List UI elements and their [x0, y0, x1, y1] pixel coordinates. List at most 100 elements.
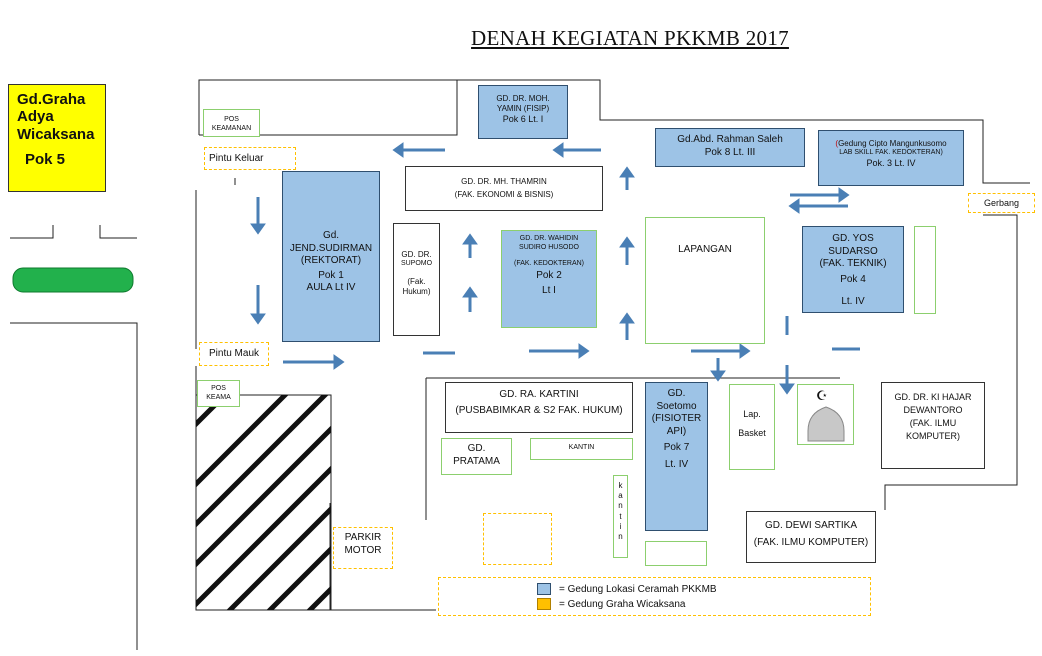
building-cipto-mangunkusomo[interactable]: (Gedung Cipto Mangunkusomo LAB SKILL FAK…	[818, 130, 964, 186]
sudirman-name-2: JEND.SUDIRMAN	[289, 242, 373, 254]
pos-keamanan-top-label: POS KEAMANAN	[211, 116, 252, 132]
legend-swatch-blue	[537, 583, 551, 596]
field-lapangan[interactable]: LAPANGAN	[645, 217, 765, 344]
building-wahidin[interactable]: GD. DR. WAHIDIN SUDIRO HUSODO (FAK. KEDO…	[501, 230, 597, 328]
graha-name-3: Wicaksana	[17, 125, 95, 143]
yos-pok: Pok 4	[840, 273, 866, 285]
road-divider	[12, 267, 134, 293]
legend-item-lecture: = Gedung Lokasi Ceramah PKKMB	[537, 582, 870, 597]
cipto-name: Gedung Cipto Mangunkusomo	[838, 139, 947, 148]
graha-name-2: Adya	[17, 108, 54, 126]
parking-label-1: PARKIR	[344, 532, 382, 543]
kartini-faculty: (PUSBABIMKAR & S2 FAK. HUKUM)	[455, 404, 623, 416]
legend-swatch-orange	[537, 598, 551, 611]
pos-keamanan-top[interactable]: POS KEAMANAN	[203, 109, 260, 137]
cipto-name-row: (Gedung Cipto Mangunkusomo	[819, 139, 963, 149]
pratama-name-1: GD.	[467, 443, 486, 454]
kantin-vertical[interactable]: k a n t i n	[613, 475, 628, 558]
fisip-pok: Pok 6 Lt. I	[502, 114, 544, 124]
cipto-pok: Pok. 3 Lt. IV	[866, 157, 916, 168]
mosque-dome-icon	[807, 406, 845, 442]
kantin-v-4: i	[619, 521, 622, 531]
building-yos-sudarso[interactable]: GD. YOS SUDARSO (FAK. TEKNIK) Pok 4 Lt. …	[802, 226, 904, 313]
wahidin-faculty: (FAK. KEDOKTERAN)	[513, 259, 584, 267]
building-pratama[interactable]: GD. PRATAMA	[441, 438, 512, 475]
building-graha-adya-wicaksana[interactable]: Gd.Graha Adya Wicaksana Pok 5	[8, 84, 106, 192]
sudirman-floor: AULA Lt IV	[306, 282, 356, 293]
soetomo-faculty-2: API)	[666, 425, 687, 437]
rahman-name: Gd.Abd. Rahman Saleh	[677, 134, 783, 145]
supomo-name-1: GD. DR.	[401, 250, 432, 259]
hajar-name-1: GD. DR. KI HAJAR	[894, 392, 972, 402]
supomo-faculty-1: (Fak.	[407, 276, 426, 286]
building-thamrin[interactable]: GD. DR. MH. THAMRIN (FAK. EKONOMI & BISN…	[405, 166, 603, 211]
legend: = Gedung Lokasi Ceramah PKKMB = Gedung G…	[438, 577, 871, 616]
building-ki-hajar-dewantoro[interactable]: GD. DR. KI HAJAR DEWANTORO (FAK. ILMU KO…	[881, 382, 985, 469]
pos-keamanan-bottom-label: POS KEAMA	[206, 385, 231, 401]
yos-floor: Lt. IV	[841, 296, 865, 307]
gate-exit-label: Pintu Keluar	[209, 153, 264, 164]
sudirman-name-3: (REKTORAT)	[300, 255, 362, 266]
supomo-faculty-2: Hukum)	[402, 286, 431, 296]
legend-label-lecture: = Gedung Lokasi Ceramah PKKMB	[559, 584, 717, 595]
soetomo-name-1: GD.	[667, 388, 686, 399]
cipto-sub: LAB SKILL FAK. KEDOKTERAN)	[839, 149, 943, 156]
gate-main[interactable]: Gerbang	[968, 193, 1035, 213]
building-jend-sudirman[interactable]: Gd. JEND.SUDIRMAN (REKTORAT) Pok 1 AULA …	[282, 171, 380, 342]
kantin-v-0: k	[618, 481, 623, 490]
sudirman-pok: Pok 1	[318, 269, 344, 281]
building-supomo[interactable]: GD. DR. SUPOMO (Fak. Hukum)	[393, 223, 440, 336]
pratama-name-2: PRATAMA	[453, 455, 500, 467]
kantin-v-3: t	[619, 511, 622, 521]
hajar-faculty-2: KOMPUTER)	[906, 431, 960, 442]
pos-keamanan-bottom[interactable]: POS KEAMA	[197, 380, 240, 407]
fisip-name-1: GD. DR. MOH.	[496, 94, 550, 103]
building-abd-rahman-saleh[interactable]: Gd.Abd. Rahman Saleh Pok 8 Lt. III	[655, 128, 805, 167]
kartini-name: GD. RA. KARTINI	[499, 389, 579, 400]
gate-exit[interactable]: Pintu Keluar	[204, 147, 296, 170]
building-fisip[interactable]: GD. DR. MOH. YAMIN (FISIP) Pok 6 Lt. I	[478, 85, 568, 139]
gate-entrance[interactable]: Pintu Mauk	[199, 342, 269, 366]
hajar-faculty-1: (FAK. ILMU	[909, 418, 957, 429]
gate-main-label: Gerbang	[983, 198, 1020, 208]
basket-label-1: Lap.	[743, 409, 761, 419]
soetomo-floor: Lt. IV	[664, 458, 689, 470]
kantin-v-5: n	[618, 532, 623, 542]
field-basket[interactable]: Lap. Basket	[729, 384, 775, 470]
flow-arrows	[250, 142, 860, 395]
kantin-horizontal[interactable]: KANTIN	[530, 438, 633, 460]
lapangan-label: LAPANGAN	[678, 244, 732, 255]
soetomo-faculty-1: (FISIOTER	[651, 413, 702, 424]
yos-name-2: SUDARSO	[828, 245, 878, 257]
building-kartini[interactable]: GD. RA. KARTINI (PUSBABIMKAR & S2 FAK. H…	[445, 382, 633, 433]
mosque[interactable]: ☪	[797, 384, 854, 445]
sartika-faculty: (FAK. ILMU KOMPUTER)	[753, 536, 869, 548]
crescent-star-icon: ☪	[816, 388, 828, 403]
unnamed-area	[483, 513, 552, 565]
sudirman-name-1: Gd.	[322, 230, 340, 241]
kantin-v-1: a	[618, 491, 623, 501]
basket-label-2: Basket	[738, 427, 766, 438]
map-title: DENAH KEGIATAN PKKMB 2017	[471, 26, 789, 50]
fisip-name-2: YAMIN (FISIP)	[496, 104, 550, 113]
building-dewi-sartika[interactable]: GD. DEWI SARTIKA (FAK. ILMU KOMPUTER)	[746, 511, 876, 563]
soetomo-name-2: Soetomo	[656, 400, 697, 412]
graha-pok: Pok 5	[25, 150, 66, 168]
soetomo-pok: Pok 7	[663, 442, 690, 453]
soetomo-annex	[645, 541, 707, 566]
building-soetomo[interactable]: GD. Soetomo (FISIOTER API) Pok 7 Lt. IV	[645, 382, 708, 531]
thamrin-name: GD. DR. MH. THAMRIN	[461, 177, 547, 186]
thamrin-faculty: (FAK. EKONOMI & BISNIS)	[454, 190, 554, 199]
parking-motor[interactable]: PARKIR MOTOR	[333, 527, 393, 569]
hajar-name-2: DEWANTORO	[903, 405, 963, 416]
supomo-name-2: SUPOMO	[400, 260, 433, 267]
kantin-label: KANTIN	[568, 444, 595, 451]
sartika-name: GD. DEWI SARTIKA	[764, 520, 858, 531]
cipto-paren: (	[835, 139, 839, 148]
rahman-pok: Pok 8 Lt. III	[704, 146, 756, 158]
yos-name-1: GD. YOS	[832, 233, 874, 244]
yos-annex	[914, 226, 936, 314]
parking-area	[195, 394, 332, 611]
